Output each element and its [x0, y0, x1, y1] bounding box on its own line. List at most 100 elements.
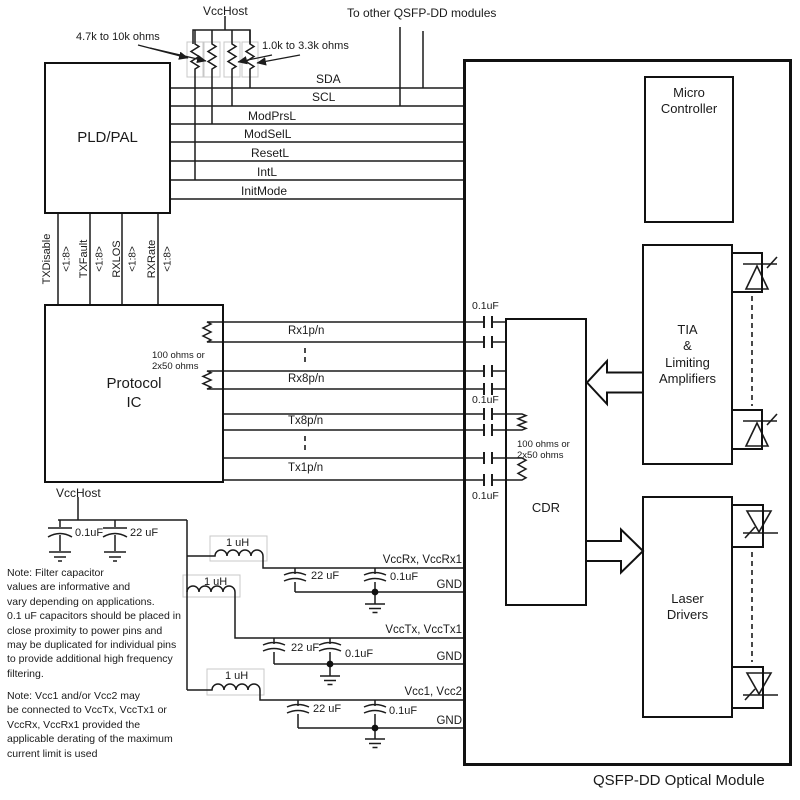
- to-other-taps: [399, 27, 424, 106]
- scl-label: SCL: [312, 90, 336, 104]
- cdr-to-laser-arrow: [585, 527, 645, 575]
- host-cap-01: [47, 520, 73, 562]
- cdr-label: CDR: [531, 499, 561, 515]
- laser-diode-symbol-1: [743, 510, 778, 539]
- tia-block: TIA & Limiting Amplifiers: [642, 244, 733, 465]
- resetl-label: ResetL: [251, 146, 290, 160]
- vcchost-power-label: VccHost: [56, 486, 101, 500]
- protocol-label-line1: Protocol: [106, 374, 162, 392]
- rx8-pair: [224, 370, 505, 390]
- inductor-2-label: 1 uH: [204, 576, 228, 588]
- laser-label-line1: Laser: [671, 590, 704, 606]
- rxlos-range: <1:8>: [127, 246, 139, 272]
- tx8-pair: [224, 413, 505, 431]
- rail1-gnd-symbol: [365, 592, 385, 614]
- laser-drivers-block: Laser Drivers: [642, 496, 733, 718]
- rail1-cap01-label: 0.1uF: [390, 571, 419, 583]
- vcchost-stub: [192, 16, 251, 44]
- txfault-label: TXFault: [78, 239, 90, 279]
- rxlos-label: RXLOS: [111, 240, 123, 278]
- rail3-cap-01: [363, 700, 387, 728]
- txdisable-label: TXDisable: [41, 233, 53, 285]
- host-cap-22: [102, 520, 128, 562]
- module-outline: [463, 59, 792, 766]
- pld-pal-label: PLD/PAL: [77, 128, 138, 146]
- tx8-termination-resistor: [505, 413, 529, 431]
- inductor-3: [187, 683, 463, 701]
- inductor-1: [187, 549, 463, 569]
- protocol-termination-line2: 2x50 ohms: [152, 361, 199, 372]
- rxrate-label: RXRate: [146, 239, 158, 279]
- rx1-label: Rx1p/n: [288, 325, 325, 337]
- rail1-cap-22: [283, 568, 307, 592]
- laser-label-line2: Drivers: [666, 607, 709, 622]
- pullup-resistor-4: [244, 30, 256, 88]
- micro-label-line2: Controller: [660, 101, 718, 117]
- pullup-resistor-2: [206, 30, 218, 124]
- pld-pal-block: PLD/PAL: [44, 62, 171, 214]
- initmode-label: InitMode: [241, 184, 288, 198]
- tx1-pair: [224, 457, 505, 481]
- laser-diode-symbol-2: [743, 672, 778, 701]
- host-cap-22-label: 22 uF: [130, 527, 159, 539]
- protocol-label-line2: IC: [126, 393, 142, 411]
- rail2-label: VccTx, VccTx1: [385, 624, 462, 636]
- rail2-gnd-symbol: [320, 664, 340, 686]
- pullup-left-label: 4.7k to 10k ohms: [76, 31, 160, 43]
- tia-label-line1: TIA: [677, 322, 698, 337]
- micro-controller-block: Micro Controller: [644, 76, 734, 223]
- rail1-label: VccRx, VccRx1: [382, 554, 462, 566]
- rail3-gnd-label: GND: [436, 715, 462, 727]
- host-cap-01-label: 0.1uF: [75, 527, 104, 539]
- wire-lines: [47, 16, 529, 749]
- rxrate-range: <1:8>: [162, 246, 174, 272]
- vcchost-top-label: VccHost: [203, 4, 248, 18]
- pullup-right-label: 1.0k to 3.3k ohms: [262, 40, 349, 52]
- inductor-3-label: 1 uH: [225, 670, 249, 682]
- to-other-modules-label: To other QSFP-DD modules: [347, 6, 497, 20]
- tia-to-cdr-arrow: [585, 358, 644, 407]
- sda-label: SDA: [316, 72, 341, 86]
- modsell-label: ModSelL: [244, 127, 292, 141]
- cdr-termination-line2: 2x50 ohms: [517, 450, 564, 461]
- txfault-range: <1:8>: [94, 246, 106, 272]
- pullup-resistor-1: [189, 30, 201, 180]
- cdr-block: CDR: [505, 318, 587, 606]
- power-vcchost-stub: [58, 497, 188, 690]
- rx8-label: Rx8p/n: [288, 373, 325, 385]
- rail3-label: Vcc1, Vcc2: [404, 686, 462, 698]
- bus-lines: [57, 214, 159, 304]
- coupling-cap-label-2: 0.1uF: [472, 394, 499, 406]
- pullup-resistor-3: [226, 30, 238, 106]
- dashed-marks: [304, 296, 753, 662]
- rail3-cap01-label: 0.1uF: [389, 705, 418, 717]
- note-filter-capacitors: Note: Filter capacitor values are inform…: [7, 567, 181, 680]
- txdisable-range: <1:8>: [61, 246, 73, 272]
- micro-label-line1: Micro: [673, 85, 705, 100]
- tia-label-line2: &: [683, 338, 692, 354]
- flow-arrows: [585, 358, 645, 575]
- laser-diode-box-2: [731, 666, 764, 709]
- photodiode-box-1: [731, 252, 763, 293]
- coupling-cap-label-3: 0.1uF: [472, 490, 499, 502]
- cdr-termination-line1: 100 ohms or: [517, 439, 570, 450]
- laser-diode-box-1: [731, 504, 764, 548]
- rail2-gnd-label: GND: [436, 651, 462, 663]
- tia-label-line4: Amplifiers: [658, 370, 717, 386]
- junction-dots: [326, 588, 379, 732]
- rail1-cap-01: [363, 568, 387, 592]
- modprsl-label: ModPrsL: [248, 109, 297, 123]
- coupling-cap-label-1: 0.1uF: [472, 300, 499, 312]
- rail1-cap22-label: 22 uF: [311, 570, 340, 582]
- rail2-cap-22: [262, 638, 286, 664]
- rail2-cap22-label: 22 uF: [291, 642, 320, 654]
- rail2-cap01-label: 0.1uF: [345, 648, 374, 660]
- rail2-cap-01: [318, 638, 342, 664]
- rail3-gnd-symbol: [365, 728, 385, 749]
- tx8-label: Tx8p/n: [288, 415, 324, 427]
- rx8-termination-resistor: [201, 370, 224, 390]
- rail1-gnd-label: GND: [436, 579, 462, 591]
- coupling-caps: [483, 316, 493, 486]
